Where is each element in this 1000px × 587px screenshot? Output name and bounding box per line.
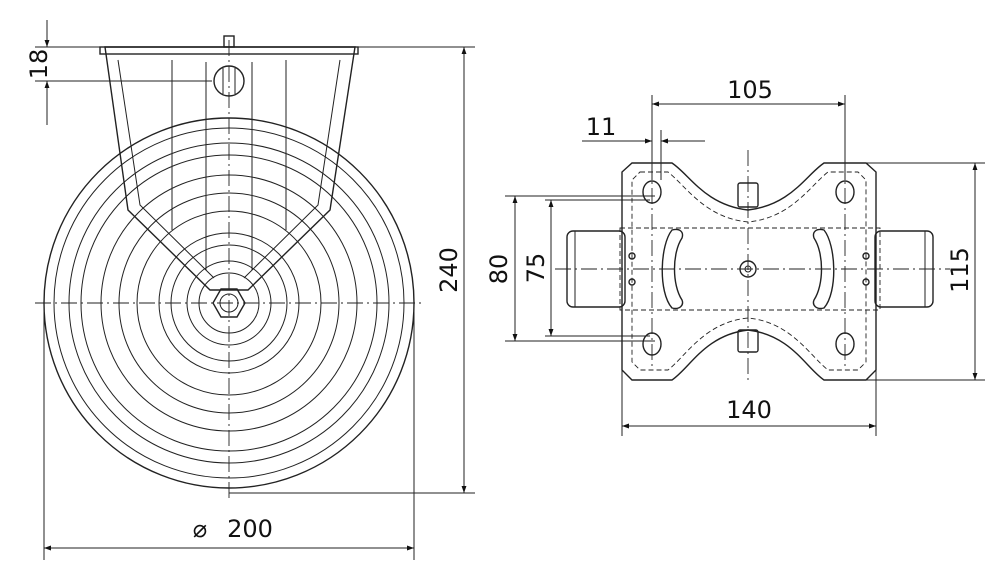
top-view	[555, 150, 950, 381]
small-rivet-4	[862, 278, 870, 286]
mounting-hole-bottom-right	[835, 332, 855, 356]
tyre-inner-circle	[53, 127, 405, 479]
dimension-label-plate-length: 115	[946, 247, 974, 293]
hub-circle-1	[158, 232, 300, 374]
fork-inner-right	[243, 59, 341, 279]
kingpin	[223, 35, 235, 48]
rim-circle-1	[68, 142, 390, 464]
boss-top	[737, 182, 759, 208]
small-rivet-2	[628, 278, 636, 286]
small-rivet-3	[862, 252, 870, 260]
wheel-block-left	[566, 230, 626, 308]
dimension-hole-spacing-outer: 80	[485, 195, 655, 342]
dimension-hole-spacing-inner: 75	[522, 199, 650, 337]
side-view	[35, 35, 425, 498]
axle-bolt-circle	[219, 293, 239, 313]
kingpin-center	[744, 265, 752, 273]
mounting-hole-top-right	[835, 180, 855, 204]
rim-circle-5	[136, 210, 322, 396]
diameter-symbol: ⌀	[193, 515, 207, 543]
dimension-label-hole-spacing-x: 105	[727, 76, 773, 104]
plate-outline	[621, 162, 877, 381]
rim-circle-4	[118, 192, 340, 414]
fork-hidden-outline	[619, 227, 881, 311]
plate-hidden-outline	[631, 171, 867, 371]
kingpin-top-view	[739, 260, 757, 278]
slot-left	[661, 228, 684, 310]
hub-circle-3	[186, 260, 272, 346]
dimension-slot-width: 11	[582, 113, 705, 180]
dimension-wheel-diameter: ⌀ 200	[43, 303, 415, 560]
dimension-label-plate-thickness: 18	[25, 49, 53, 80]
dimension-hole-spacing-x: 105	[651, 76, 846, 180]
small-rivet-1	[628, 252, 636, 260]
wheel-block-right	[874, 230, 934, 308]
dimension-label-slot-width: 11	[586, 113, 617, 141]
hub-circle-4	[198, 272, 260, 334]
axle-nut	[212, 288, 246, 318]
dimension-plate-length: 115	[866, 162, 985, 381]
dimension-plate-thickness: 18	[25, 20, 228, 125]
dimension-overall-height: 240	[229, 46, 475, 494]
dimension-plate-width: 140	[621, 370, 877, 436]
fork-inner-left	[117, 59, 215, 279]
hub-circle-2	[170, 244, 288, 362]
rim-circle-2	[80, 154, 378, 452]
slot-right	[812, 228, 835, 310]
dimension-label-80: 80	[485, 254, 513, 285]
rim-circle-3	[100, 174, 358, 432]
mounting-hole-top-left	[642, 180, 662, 204]
dimension-label-overall-height: 240	[435, 247, 463, 293]
boss-bottom	[737, 329, 759, 353]
dimension-label-75: 75	[522, 253, 550, 284]
mounting-hole-bottom-left	[642, 332, 662, 356]
dimension-label-wheel-diameter: 200	[227, 515, 273, 543]
rivet-head	[213, 65, 245, 97]
dimension-label-plate-width: 140	[726, 396, 772, 424]
